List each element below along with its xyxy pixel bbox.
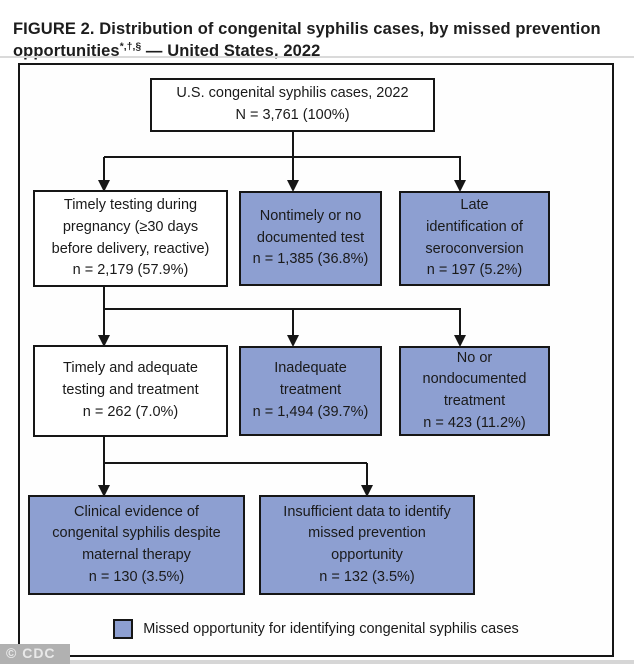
node-label: Nontimely or no documented test bbox=[256, 207, 365, 246]
node-value: n = 130 (3.5%) bbox=[88, 568, 185, 585]
node-no-or-nondocumented-treatment: No or nondocumented treatment n = 423 (1… bbox=[399, 346, 550, 436]
node-value: n = 1,494 (39.7%) bbox=[252, 403, 369, 420]
node-value: N = 3,761 (100%) bbox=[235, 107, 350, 123]
flowchart-frame: U.S. congenital syphilis cases, 2022 N =… bbox=[18, 63, 614, 657]
node-label: U.S. congenital syphilis cases, 2022 bbox=[176, 85, 409, 102]
figure-title: FIGURE 2. Distribution of congenital syp… bbox=[13, 18, 627, 63]
node-label: Late identification of seroconversion bbox=[425, 197, 524, 257]
node-value: n = 2,179 (57.9%) bbox=[72, 262, 189, 279]
node-label: No or nondocumented treatment bbox=[422, 349, 527, 410]
node-clinical-evidence-despite-maternal-therapy: Clinical evidence of congenital syphilis… bbox=[28, 495, 245, 595]
node-value: n = 132 (3.5%) bbox=[319, 568, 415, 585]
legend-missed-opportunity-swatch bbox=[113, 619, 134, 639]
node-insufficient-data: Insufficient data to identify missed pre… bbox=[259, 495, 475, 595]
figure-title-text: FIGURE 2. Distribution of congenital syp… bbox=[13, 20, 601, 61]
node-label: Timely and adequate testing and treatmen… bbox=[62, 360, 199, 399]
node-label: Timely testing during pregnancy (≥30 day… bbox=[51, 197, 210, 257]
node-value: n = 1,385 (36.8%) bbox=[252, 251, 369, 268]
figure-title-superscript: *,†,§ bbox=[119, 41, 142, 53]
legend-label: Missed opportunity for identifying conge… bbox=[143, 621, 519, 637]
node-value: n = 262 (7.0%) bbox=[82, 403, 179, 420]
node-value: n = 423 (11.2%) bbox=[423, 414, 526, 431]
node-late-identification-of-seroconversion: Late identification of seroconversion n … bbox=[399, 191, 550, 286]
legend: Missed opportunity for identifying conge… bbox=[20, 619, 612, 639]
node-label: Insufficient data to identify missed pre… bbox=[283, 503, 451, 564]
node-label: Clinical evidence of congenital syphilis… bbox=[52, 503, 221, 564]
cdc-watermark: © CDC bbox=[0, 644, 70, 664]
flow-connector-arrows bbox=[98, 132, 466, 497]
node-value: n = 197 (5.2%) bbox=[426, 262, 523, 279]
title-divider bbox=[0, 56, 634, 58]
node-inadequate-treatment: Inadequate treatment n = 1,494 (39.7%) bbox=[239, 346, 382, 436]
node-timely-and-adequate-testing-treatment: Timely and adequate testing and treatmen… bbox=[33, 345, 228, 437]
bottom-divider bbox=[0, 660, 634, 664]
figure-title-location: — United States, 2022 bbox=[141, 42, 321, 61]
node-label: Inadequate treatment bbox=[274, 360, 347, 399]
node-timely-testing: Timely testing during pregnancy (≥30 day… bbox=[33, 190, 228, 287]
node-us-congenital-syphilis-cases: U.S. congenital syphilis cases, 2022 N =… bbox=[150, 78, 435, 132]
node-nontimely-or-no-documented-test: Nontimely or no documented test n = 1,38… bbox=[239, 191, 382, 286]
